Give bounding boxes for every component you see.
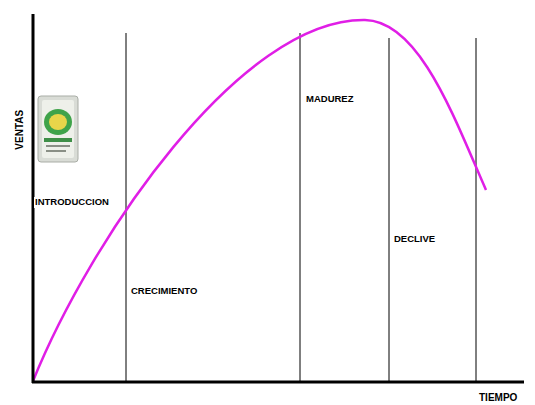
- stage-label: DECLIVE: [393, 234, 436, 245]
- stage-label: MADUREZ: [305, 94, 355, 105]
- axis-title: VENTAS: [14, 109, 26, 151]
- stage-dividers: [126, 33, 476, 382]
- sales-curve: [33, 20, 486, 381]
- axis-title: TIEMPO: [478, 392, 518, 404]
- stage-label: INTRODUCCION: [34, 197, 110, 208]
- x-axis: [32, 381, 524, 384]
- stage-label: CRECIMIENTO: [130, 286, 198, 297]
- product-package: [38, 96, 78, 162]
